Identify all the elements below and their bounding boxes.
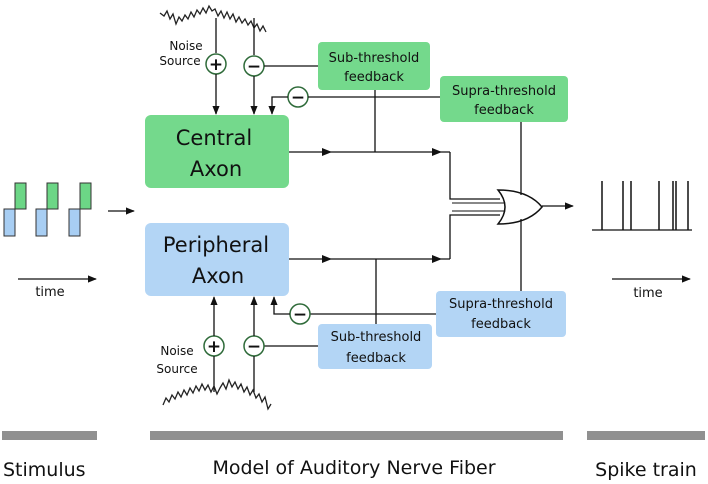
peripheral-axon-line1: Peripheral bbox=[163, 233, 269, 257]
noise-source-top-line1: Noise bbox=[169, 39, 202, 53]
sub-threshold-feedback-top-box bbox=[318, 42, 430, 90]
peripheral-axon-box bbox=[145, 223, 289, 296]
model-section-label: Model of Auditory Nerve Fiber bbox=[212, 457, 495, 479]
noise-source-top-line2: Source bbox=[159, 54, 200, 68]
supra-threshold-feedback-top-box bbox=[440, 76, 568, 122]
stimulus-waveform bbox=[3, 182, 92, 237]
noise-source-bottom-line2: Source bbox=[156, 362, 197, 376]
sub-threshold-top-line2: feedback bbox=[344, 70, 404, 85]
minus-symbol-top: − bbox=[247, 57, 261, 77]
sub-threshold-bottom-line1: Sub-threshold bbox=[331, 330, 422, 345]
spike-train-section-label: Spike train bbox=[595, 459, 697, 481]
plus-symbol-top: + bbox=[209, 55, 223, 75]
peripheral-axon-line2: Axon bbox=[192, 264, 244, 288]
minus-symbol-top-inner: − bbox=[291, 88, 305, 108]
spike-train bbox=[592, 181, 692, 231]
time-label-left: time bbox=[35, 285, 64, 300]
noise-waveform-bottom bbox=[162, 378, 272, 411]
supra-threshold-bottom-line2: feedback bbox=[471, 317, 531, 332]
minus-symbol-bottom-inner: − bbox=[293, 305, 307, 325]
supra-feedback-top-arrow bbox=[268, 96, 288, 115]
central-axon-line2: Axon bbox=[190, 157, 242, 181]
supra-threshold-top-line1: Supra-threshold bbox=[452, 84, 556, 99]
model-section-bar bbox=[150, 431, 563, 440]
central-axon-line1: Central bbox=[176, 126, 252, 150]
sub-threshold-bottom-line2: feedback bbox=[346, 351, 406, 366]
noise-source-bottom-line1: Noise bbox=[160, 344, 193, 358]
central-axon-box bbox=[145, 115, 289, 188]
or-gate bbox=[496, 189, 543, 225]
plus-symbol-bottom: + bbox=[207, 337, 221, 357]
supra-threshold-feedback-bottom-box bbox=[436, 291, 566, 337]
stimulus-section-bar bbox=[2, 431, 97, 440]
supra-threshold-top-line2: feedback bbox=[474, 103, 534, 118]
stimulus-section-label: Stimulus bbox=[3, 459, 86, 481]
supra-feedback-bottom-arrow bbox=[270, 296, 290, 315]
sub-threshold-feedback-bottom-box bbox=[318, 324, 432, 369]
sub-threshold-top-line1: Sub-threshold bbox=[329, 51, 420, 66]
spike-train-section-bar bbox=[587, 431, 705, 440]
supra-threshold-bottom-line1: Supra-threshold bbox=[449, 297, 553, 312]
minus-symbol-bottom: − bbox=[247, 337, 261, 357]
noise-waveform-top bbox=[159, 4, 267, 33]
time-label-right: time bbox=[633, 286, 662, 301]
